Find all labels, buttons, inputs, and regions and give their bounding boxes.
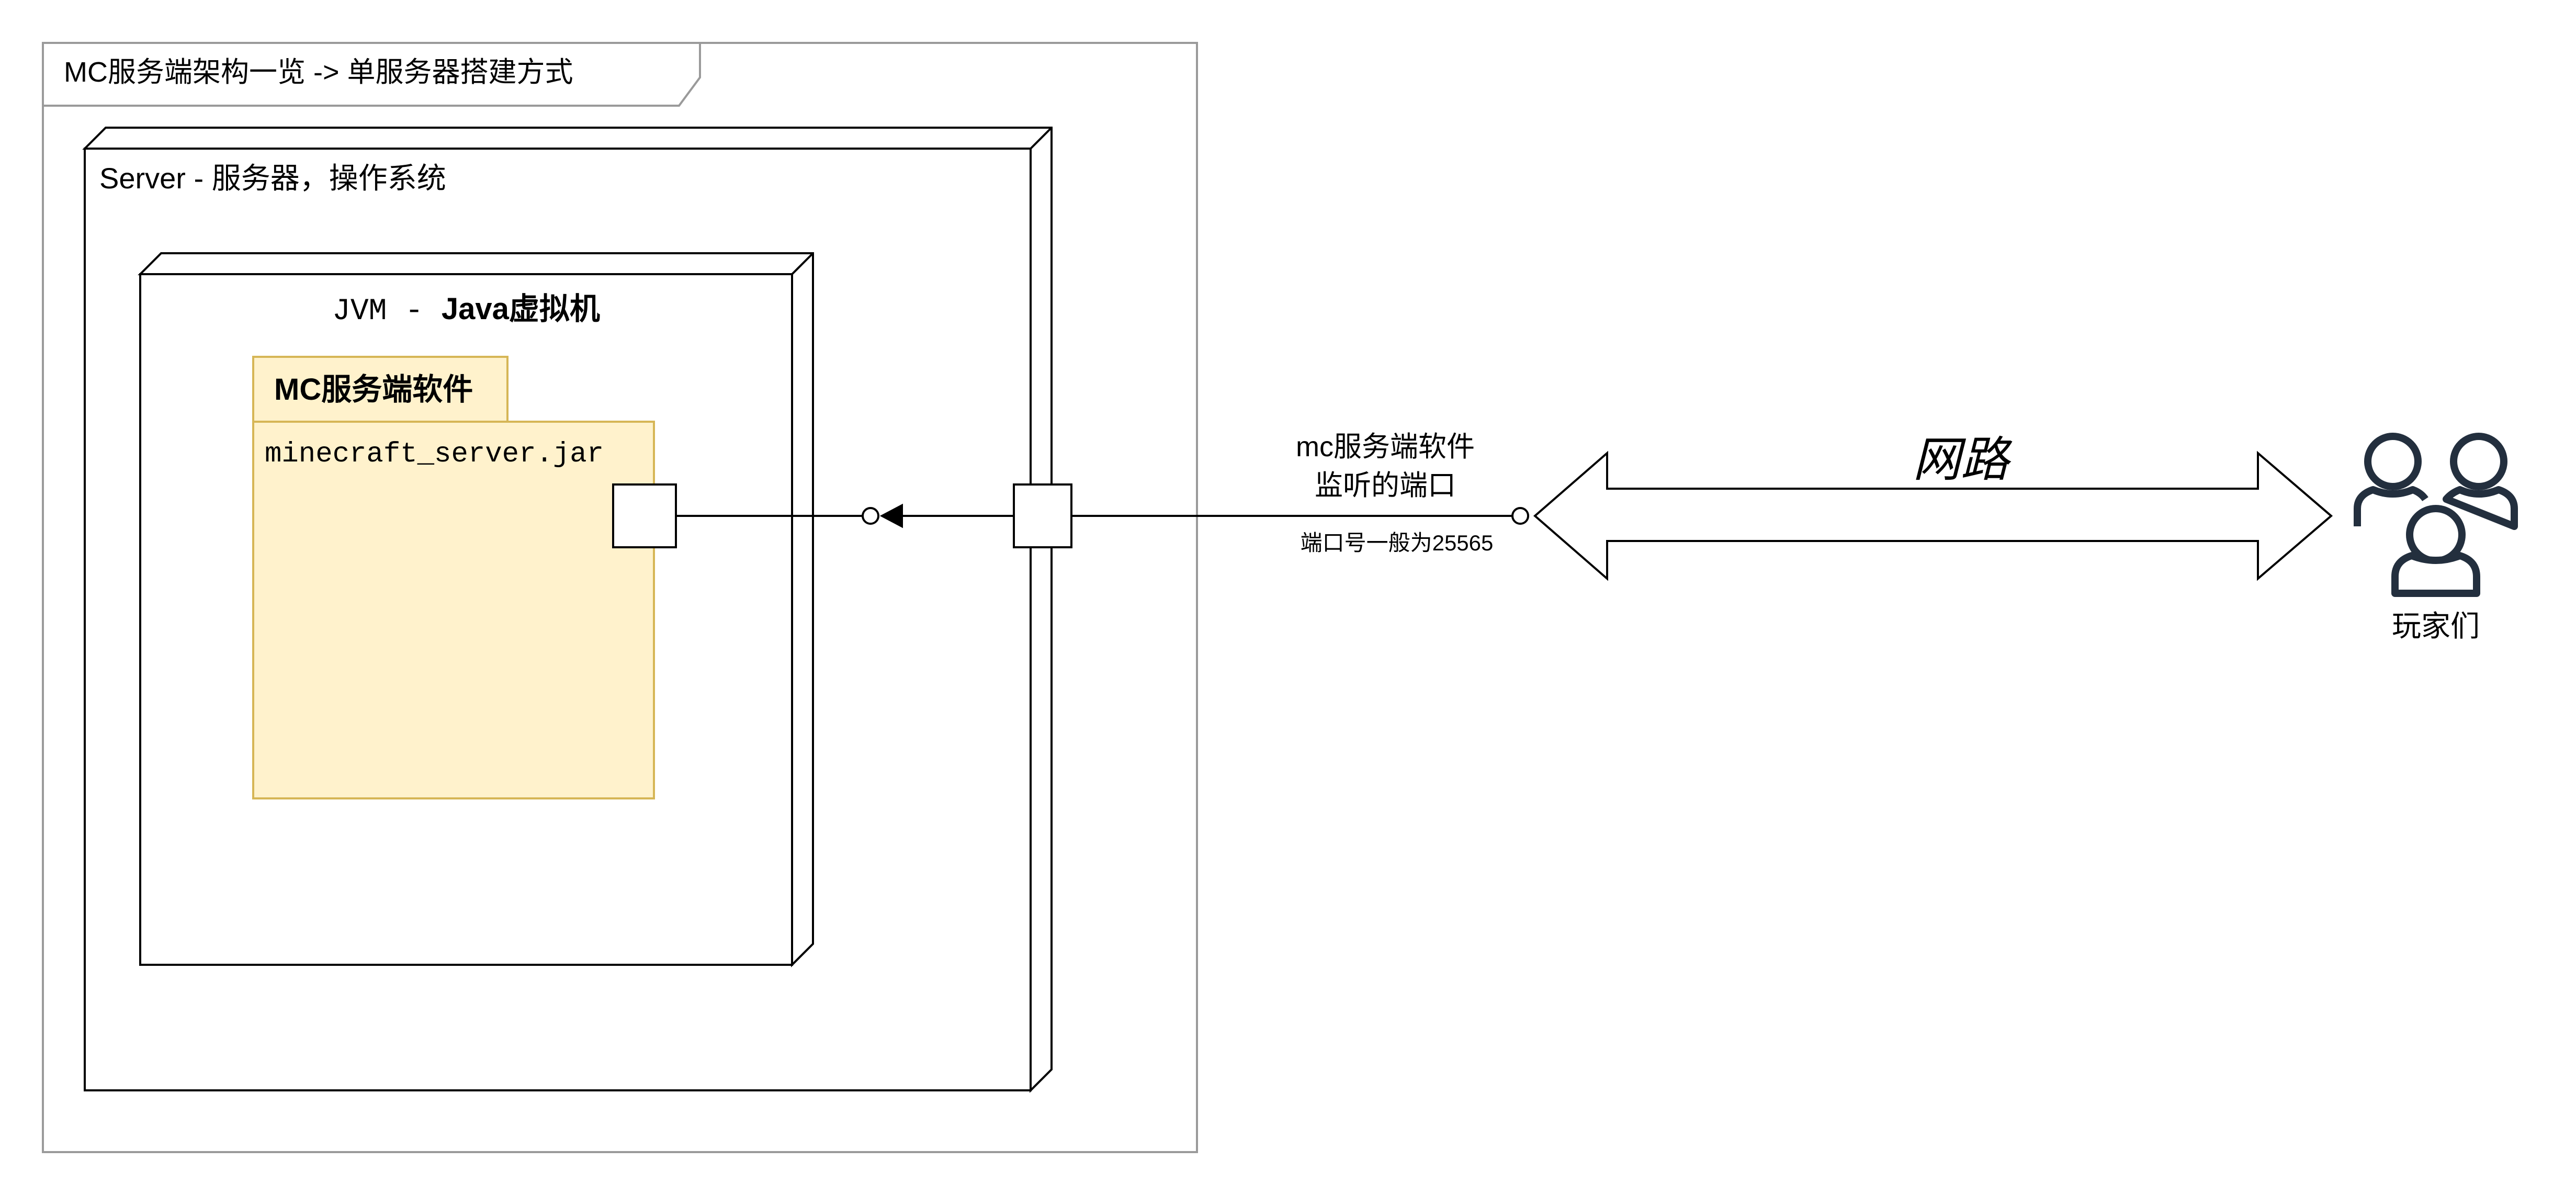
network-label: 网路 (1913, 433, 2013, 487)
network-arrow: 网路 (1533, 433, 2333, 581)
port-labels: mc服务端软件 监听的端口 端口号一般为25565 (1296, 431, 1493, 555)
port-label-line2: 监听的端口 (1315, 470, 1456, 501)
server-node-label: Server - 服务器，操作系统 (99, 162, 446, 195)
jvm-label-bold: Java虚拟机 (442, 292, 600, 326)
package-tab-label: MC服务端软件 (274, 373, 473, 407)
jar-port (612, 483, 677, 548)
mc-server-package: MC服务端软件 minecraft_server.jar (252, 356, 655, 799)
connectors (612, 483, 1529, 548)
jvm-node-label: JVM - Java虚拟机 (332, 292, 600, 329)
listening-port-circle (1511, 507, 1529, 525)
arrowhead (879, 503, 903, 528)
users-icon (2354, 433, 2518, 597)
server-port (1013, 483, 1072, 548)
frame-title: MC服务端架构一览 -> 单服务器搭建方式 (64, 57, 573, 88)
provided-interface-circle (862, 507, 879, 525)
port-label-line1: mc服务端软件 (1296, 431, 1475, 463)
players-label: 玩家们 (2392, 610, 2480, 642)
jvm-label-mono: JVM - (332, 295, 442, 329)
package-body-label: minecraft_server.jar (265, 438, 604, 470)
port-number-note: 端口号一般为25565 (1301, 531, 1494, 555)
